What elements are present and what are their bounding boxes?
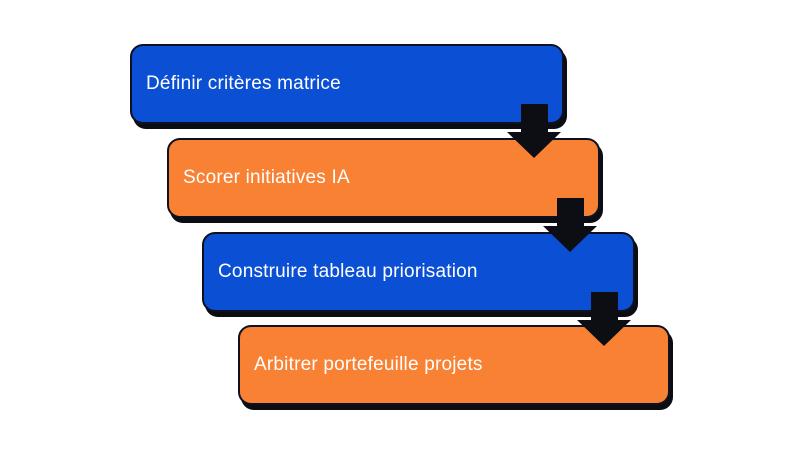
down-arrow-icon bbox=[577, 292, 631, 346]
step-box-definir-criteres-matrice: Définir critères matrice bbox=[130, 44, 564, 124]
down-arrow-icon bbox=[507, 104, 561, 158]
step-label: Construire tableau priorisation bbox=[218, 261, 478, 282]
step-box-arbitrer-portefeuille-projets: Arbitrer portefeuille projets bbox=[238, 325, 670, 405]
step-label: Scorer initiatives IA bbox=[183, 167, 350, 188]
down-arrow-icon bbox=[543, 198, 597, 252]
step-box-construire-tableau-priorisation: Construire tableau priorisation bbox=[202, 232, 635, 312]
step-label: Définir critères matrice bbox=[146, 73, 341, 94]
step-label: Arbitrer portefeuille projets bbox=[254, 354, 483, 375]
